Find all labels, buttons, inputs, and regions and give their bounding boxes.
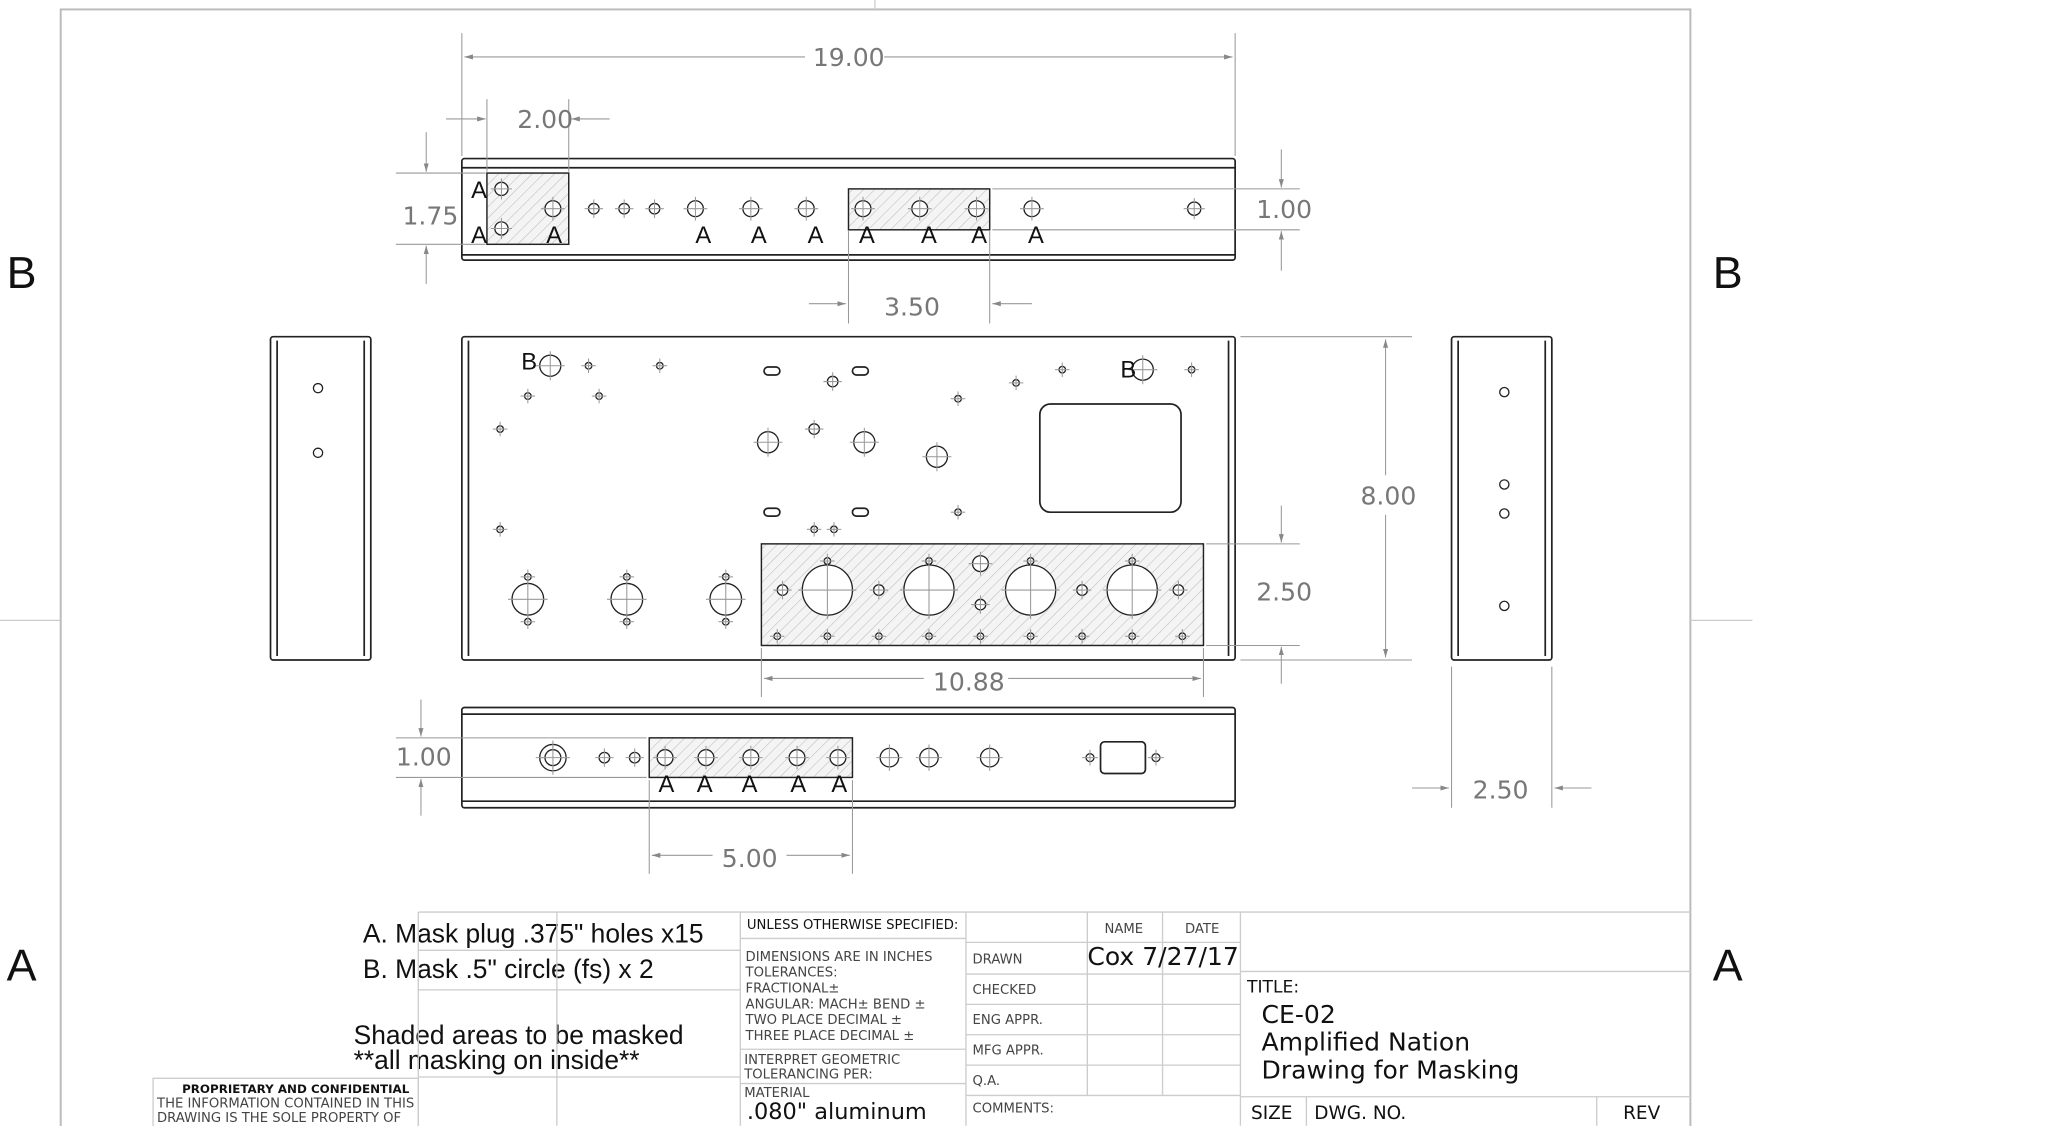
signoff-row-label: ENG APPR. (973, 1013, 1043, 1028)
note-a: A. Mask plug .375" holes x15 (363, 918, 704, 948)
proprietary-heading: PROPRIETARY AND CONFIDENTIAL (182, 1082, 410, 1096)
dim-bottom-height: 1.00 (396, 743, 452, 772)
mask-label-b: B (1120, 357, 1136, 384)
mask-label-a: A (471, 222, 487, 249)
name-header: NAME (1104, 922, 1143, 937)
proprietary-text: THE INFORMATION CONTAINED IN THIS (156, 1096, 414, 1111)
title-line-3: Drawing for Masking (1262, 1055, 1520, 1084)
mask-label-a: A (742, 771, 758, 798)
dim-front-mask-width: 10.88 (933, 667, 1005, 696)
mask-label-a: A (546, 222, 562, 249)
tolerance-line: TWO PLACE DECIMAL ± (745, 1013, 902, 1028)
signoff-row-label: Q.A. (973, 1074, 1001, 1089)
slot (763, 507, 781, 518)
dim-front-height: 8.00 (1360, 481, 1416, 510)
mask-label-a: A (921, 222, 937, 249)
mask-label-a: A (471, 177, 487, 204)
mask-label-a: A (808, 222, 824, 249)
size-label: SIZE (1251, 1103, 1293, 1124)
slot (763, 366, 781, 376)
title-block (152, 911, 1691, 1126)
dim-side-depth: 2.50 (1473, 776, 1529, 805)
top-view: 19.00 2.00 1.75 1.00 3.50 (395, 33, 1312, 324)
mask-label-a: A (751, 222, 767, 249)
title-line-2: Amplified Nation (1262, 1028, 1471, 1057)
note-shaded: Shaded areas to be masked (354, 1020, 684, 1050)
bottom-view: 1.00 5.00 (396, 699, 1236, 874)
tolerance-header: UNLESS OTHERWISE SPECIFIED: (747, 918, 958, 933)
dim-top-offset: 2.00 (517, 105, 573, 134)
dim-top-mask-width: 3.50 (884, 293, 940, 322)
signoff-row-label: CHECKED (973, 983, 1037, 998)
mask-label-a: A (697, 771, 713, 798)
sheet-border (59, 8, 1692, 1126)
display-cutout (1038, 403, 1182, 514)
tolerance-line: DIMENSIONS ARE IN INCHES (746, 950, 933, 965)
tolerance-line: ANGULAR: MACH± BEND ± (746, 997, 926, 1012)
date-header: DATE (1185, 922, 1219, 937)
proprietary-text: DRAWING IS THE SOLE PROPERTY OF (157, 1111, 401, 1126)
mask-label-b: B (521, 349, 537, 376)
comments-label: COMMENTS: (973, 1102, 1054, 1117)
material-value: .080" aluminum (747, 1099, 927, 1125)
title-label: TITLE: (1246, 978, 1299, 998)
tolerance-line: TOLERANCES: (745, 966, 838, 981)
zone-label-a-left: A (7, 940, 37, 991)
dim-top-height: 1.75 (402, 202, 458, 231)
mask-label-a: A (859, 222, 875, 249)
material-label: MATERIAL (744, 1086, 810, 1101)
note-inside: **all masking on inside** (354, 1045, 640, 1075)
signoff-row-label: MFG APPR. (973, 1044, 1044, 1059)
mask-label-a: A (658, 771, 674, 798)
mask-label-a: A (1028, 222, 1044, 249)
slot (851, 366, 870, 376)
tolerance-line: FRACTIONAL± (746, 982, 840, 997)
signoff-row-label: DRAWN (973, 952, 1023, 967)
dim-bottom-mask-width: 5.00 (722, 844, 778, 873)
zone-label-b-left: B (7, 247, 37, 298)
dwg-no-label: DWG. NO. (1314, 1103, 1406, 1124)
title-line-1: CE-02 (1262, 1000, 1336, 1029)
slot (851, 507, 870, 518)
zone-label-a-right: A (1713, 940, 1743, 991)
dim-front-mask-height: 2.50 (1256, 578, 1312, 607)
connector-cutout (1099, 740, 1147, 775)
mask-label-a: A (790, 771, 806, 798)
interpret-label: INTERPRET GEOMETRIC (744, 1053, 900, 1068)
left-side-view (269, 335, 372, 661)
front-view: 8.00 2.50 10.88 (460, 335, 1416, 697)
mask-label-a: A (971, 222, 987, 249)
dim-top-slot: 1.00 (1256, 195, 1312, 224)
zone-label-b-right: B (1713, 247, 1743, 298)
right-side-view: 2.50 (1411, 335, 1592, 808)
note-b: B. Mask .5" circle (fs) x 2 (363, 954, 654, 984)
tolerance-line: THREE PLACE DECIMAL ± (745, 1029, 915, 1044)
mask-label-a: A (831, 771, 847, 798)
dim-top-length: 19.00 (813, 43, 885, 72)
rev-label: REV (1623, 1103, 1661, 1124)
mask-label-a: A (695, 222, 711, 249)
interpret-label: TOLERANCING PER: (743, 1067, 873, 1082)
drawn-value: Cox 7/27/17 (1087, 942, 1238, 971)
